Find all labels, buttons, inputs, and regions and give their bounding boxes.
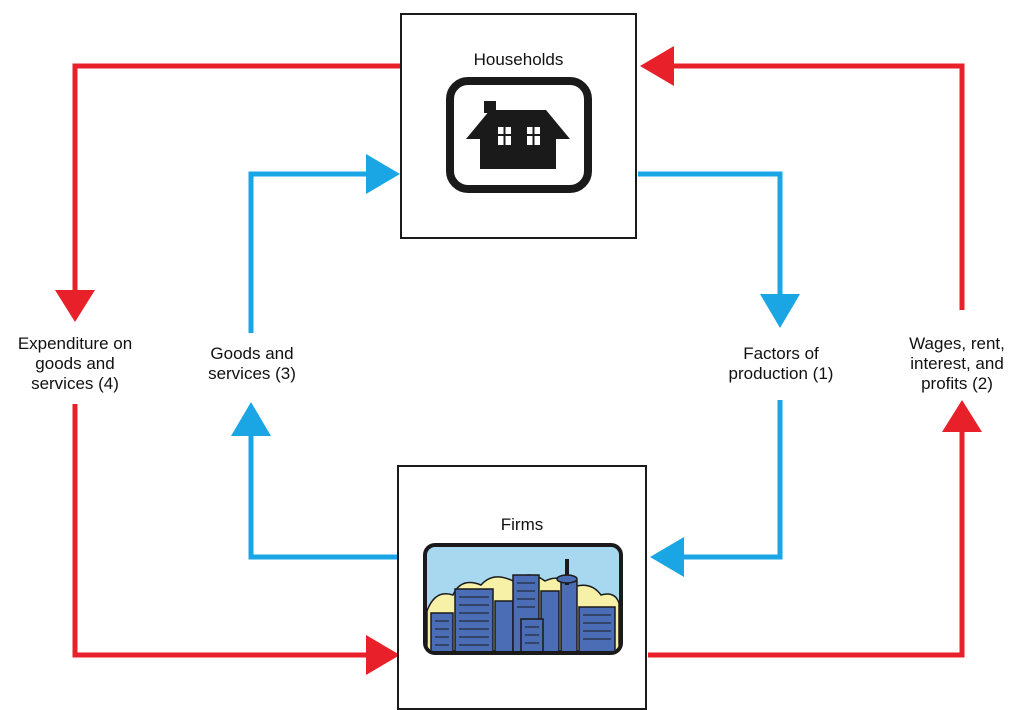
- households-title: Households: [473, 50, 564, 69]
- expenditure-arrowhead-down: [55, 290, 95, 322]
- wages-line-bottom: [648, 432, 965, 658]
- goods-arrowhead-right: [366, 154, 400, 194]
- expenditure-label: Expenditure on goods and services (4): [17, 334, 133, 393]
- wages-rent-label: Wages, rent, interest, and profits (2): [909, 334, 1005, 393]
- money-flow-lines: [72, 63, 965, 658]
- goods-arrowhead-up: [231, 402, 271, 436]
- factors-of-production-label: Factors of production (1): [728, 344, 834, 383]
- expenditure-line-bottom: [72, 404, 368, 658]
- households-box: Households: [400, 13, 637, 239]
- firms-title: Firms: [500, 515, 544, 534]
- real-flow-lines: [248, 171, 783, 560]
- wages-arrowhead-up: [942, 400, 982, 432]
- goods-services-label: Goods and services (3): [208, 344, 296, 383]
- factors-arrowhead-down: [760, 294, 800, 328]
- factors-arrowhead-left: [650, 537, 684, 577]
- expenditure-arrowhead-right: [366, 635, 400, 675]
- expenditure-line-top: [72, 63, 402, 292]
- city-skyline-icon: [423, 543, 623, 655]
- factors-line-bottom: [682, 400, 783, 560]
- goods-line-top: [248, 171, 368, 333]
- goods-line-bottom: [248, 436, 398, 560]
- real-flow-arrowheads: [231, 154, 800, 577]
- house-icon: [446, 77, 592, 193]
- firms-box: Firms: [397, 465, 647, 710]
- money-flow-arrowheads: [55, 46, 982, 675]
- factors-line-top: [638, 171, 783, 296]
- wages-line-top: [672, 63, 965, 310]
- wages-arrowhead-left: [640, 46, 674, 86]
